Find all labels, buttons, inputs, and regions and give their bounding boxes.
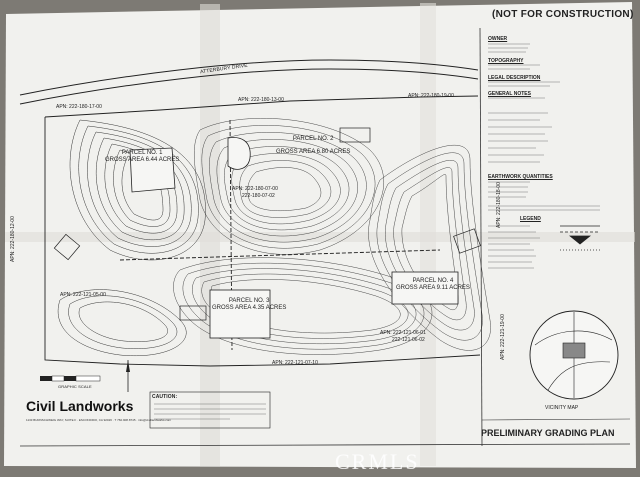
sheet-title: PRELIMINARY GRADING PLAN bbox=[481, 428, 615, 438]
building-pads bbox=[129, 137, 459, 339]
crmls-watermark: CRMLS bbox=[335, 449, 420, 474]
legend-symbols bbox=[560, 225, 600, 251]
graphic-scale-label: GRAPHIC SCALE bbox=[58, 384, 92, 389]
apn-south-bottom: APN: 222-121-07-10 bbox=[272, 360, 318, 366]
parcel-4-number: PARCEL NO. 4 bbox=[412, 278, 454, 284]
notes-legend-heading: LEGEND bbox=[520, 216, 541, 222]
title-block-border bbox=[479, 27, 483, 447]
apn-south-b: 222-121-06-02 bbox=[392, 337, 425, 343]
notes-legal-heading: LEGAL DESCRIPTION bbox=[488, 75, 541, 81]
parcel-2-area: GROSS AREA 6.80 ACRES bbox=[276, 149, 351, 155]
apn-east-vertical: APN: 222-121-19-00 bbox=[500, 314, 506, 360]
apn-west-vertical: APN: 222-180-12-00 bbox=[10, 216, 16, 262]
fold-shadow bbox=[5, 232, 635, 242]
notes-topography-heading: TOPOGRAPHY bbox=[488, 58, 524, 64]
vicinity-map-label: VICINITY MAP bbox=[545, 405, 579, 411]
parcel-3-area: GROSS AREA 4.35 ACRES bbox=[212, 305, 287, 311]
leach-fields bbox=[53, 127, 481, 321]
apn-east-upper-vertical: APN: 222-180-18-00 bbox=[496, 182, 502, 228]
parcel-1-number: PARCEL NO. 1 bbox=[121, 150, 163, 156]
notes-general-heading: GENERAL NOTES bbox=[488, 91, 531, 97]
graphic-scale bbox=[40, 375, 101, 382]
apn-north-mid: APN: 222-180-13-00 bbox=[238, 97, 284, 103]
apn-north-left: APN: 222-180-17-00 bbox=[56, 104, 102, 110]
apn-west: APN: 222-121-05-00 bbox=[60, 292, 106, 298]
notes-text-lines bbox=[488, 43, 600, 269]
apn-south-a: APN: 222-121-06-01 bbox=[380, 330, 426, 336]
parcel-4-area: GROSS AREA 9.11 ACRES bbox=[396, 285, 470, 291]
company-logo: Civil Landworks bbox=[26, 398, 134, 414]
parcel-2-number: PARCEL NO. 2 bbox=[292, 136, 334, 142]
atterbury-drive bbox=[19, 59, 479, 96]
notes-owner-heading: OWNER bbox=[488, 36, 508, 42]
caution-box bbox=[149, 391, 271, 429]
apn-center-2: 222-180-07-02 bbox=[242, 193, 275, 199]
parcel-1-area: GROSS AREA 6.44 ACRES bbox=[105, 157, 180, 163]
not-for-construction-label: (NOT FOR CONSTRUCTION) bbox=[492, 9, 634, 20]
parcel-2-label: PARCEL NO. 2 GROSS AREA 6.80 ACRES bbox=[276, 136, 350, 156]
parcel-3-label: PARCEL NO. 3 GROSS AREA 4.35 ACRES bbox=[212, 298, 286, 312]
apn-north-right: APN: 222-180-19-00 bbox=[408, 93, 454, 99]
parcel-1-label: PARCEL NO. 1 GROSS AREA 6.44 ACRES bbox=[105, 150, 179, 164]
contours-center bbox=[173, 118, 433, 355]
parcel-3-number: PARCEL NO. 3 bbox=[228, 298, 270, 304]
property-boundary bbox=[44, 95, 479, 118]
company-contact: 1133 BURNSCHWEIG WAY, SUITE F · ESCONDID… bbox=[26, 418, 172, 422]
notes-earthwork-heading: EARTHWORK QUANTITIES bbox=[488, 174, 553, 180]
project-site-marker bbox=[562, 342, 586, 359]
apn-center-1: APN: 222-180-07-00 bbox=[232, 186, 278, 192]
parcel-4-label: PARCEL NO. 4 GROSS AREA 9.11 ACRES bbox=[396, 278, 470, 292]
caution-heading: CAUTION: bbox=[152, 394, 178, 400]
